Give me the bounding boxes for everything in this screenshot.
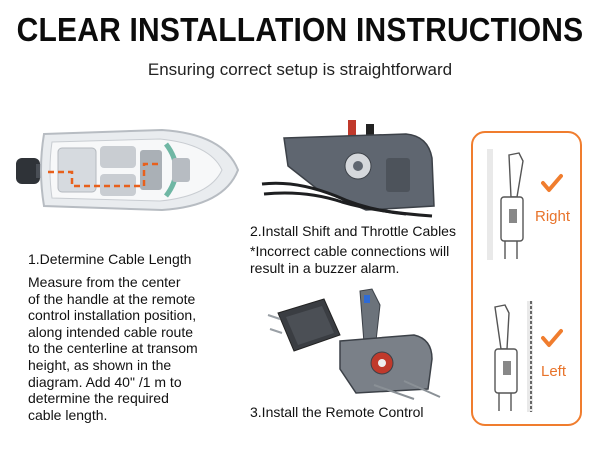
check-icon xyxy=(541,329,563,347)
orientation-panel: Right Left xyxy=(471,131,582,426)
right-hand-control-icon xyxy=(487,149,524,260)
step1-description: Measure from the center of the handle at… xyxy=(28,274,243,423)
step2-note: *Incorrect cable connections will result… xyxy=(250,243,465,277)
step2-title: 2.Install Shift and Throttle Cables xyxy=(250,223,456,239)
step1-line: control installation position, xyxy=(28,307,197,324)
page-title: CLEAR INSTALLATION INSTRUCTIONS xyxy=(16,11,584,49)
remote-control-install-image xyxy=(264,285,444,400)
left-hand-control-icon xyxy=(494,301,533,412)
left-label: Left xyxy=(541,363,567,380)
step1-line: to the centerline at transom xyxy=(28,340,198,357)
step2-note-line: *Incorrect cable connections will xyxy=(250,243,450,259)
check-icon xyxy=(541,174,563,192)
right-label: Right xyxy=(535,208,571,225)
step1-line: of the handle at the remote xyxy=(28,290,196,307)
step2-note-line: result in a buzzer alarm. xyxy=(250,260,400,276)
step1-line: diagram. Add 40" /1 m to xyxy=(28,373,182,390)
step3-title: 3.Install the Remote Control xyxy=(250,404,424,420)
step1-line: determine the required xyxy=(28,390,169,407)
step1-line: height, as shown in the xyxy=(28,356,172,373)
page-subtitle: Ensuring correct setup is straightforwar… xyxy=(147,60,453,79)
boat-diagram xyxy=(12,120,242,220)
step1-line: along intended cable route xyxy=(28,323,194,340)
remote-control-cables-image xyxy=(256,118,446,218)
step1-line: Measure from the center xyxy=(28,274,181,290)
step1-line: cable length. xyxy=(28,406,108,423)
step1-title: 1.Determine Cable Length xyxy=(28,251,192,267)
